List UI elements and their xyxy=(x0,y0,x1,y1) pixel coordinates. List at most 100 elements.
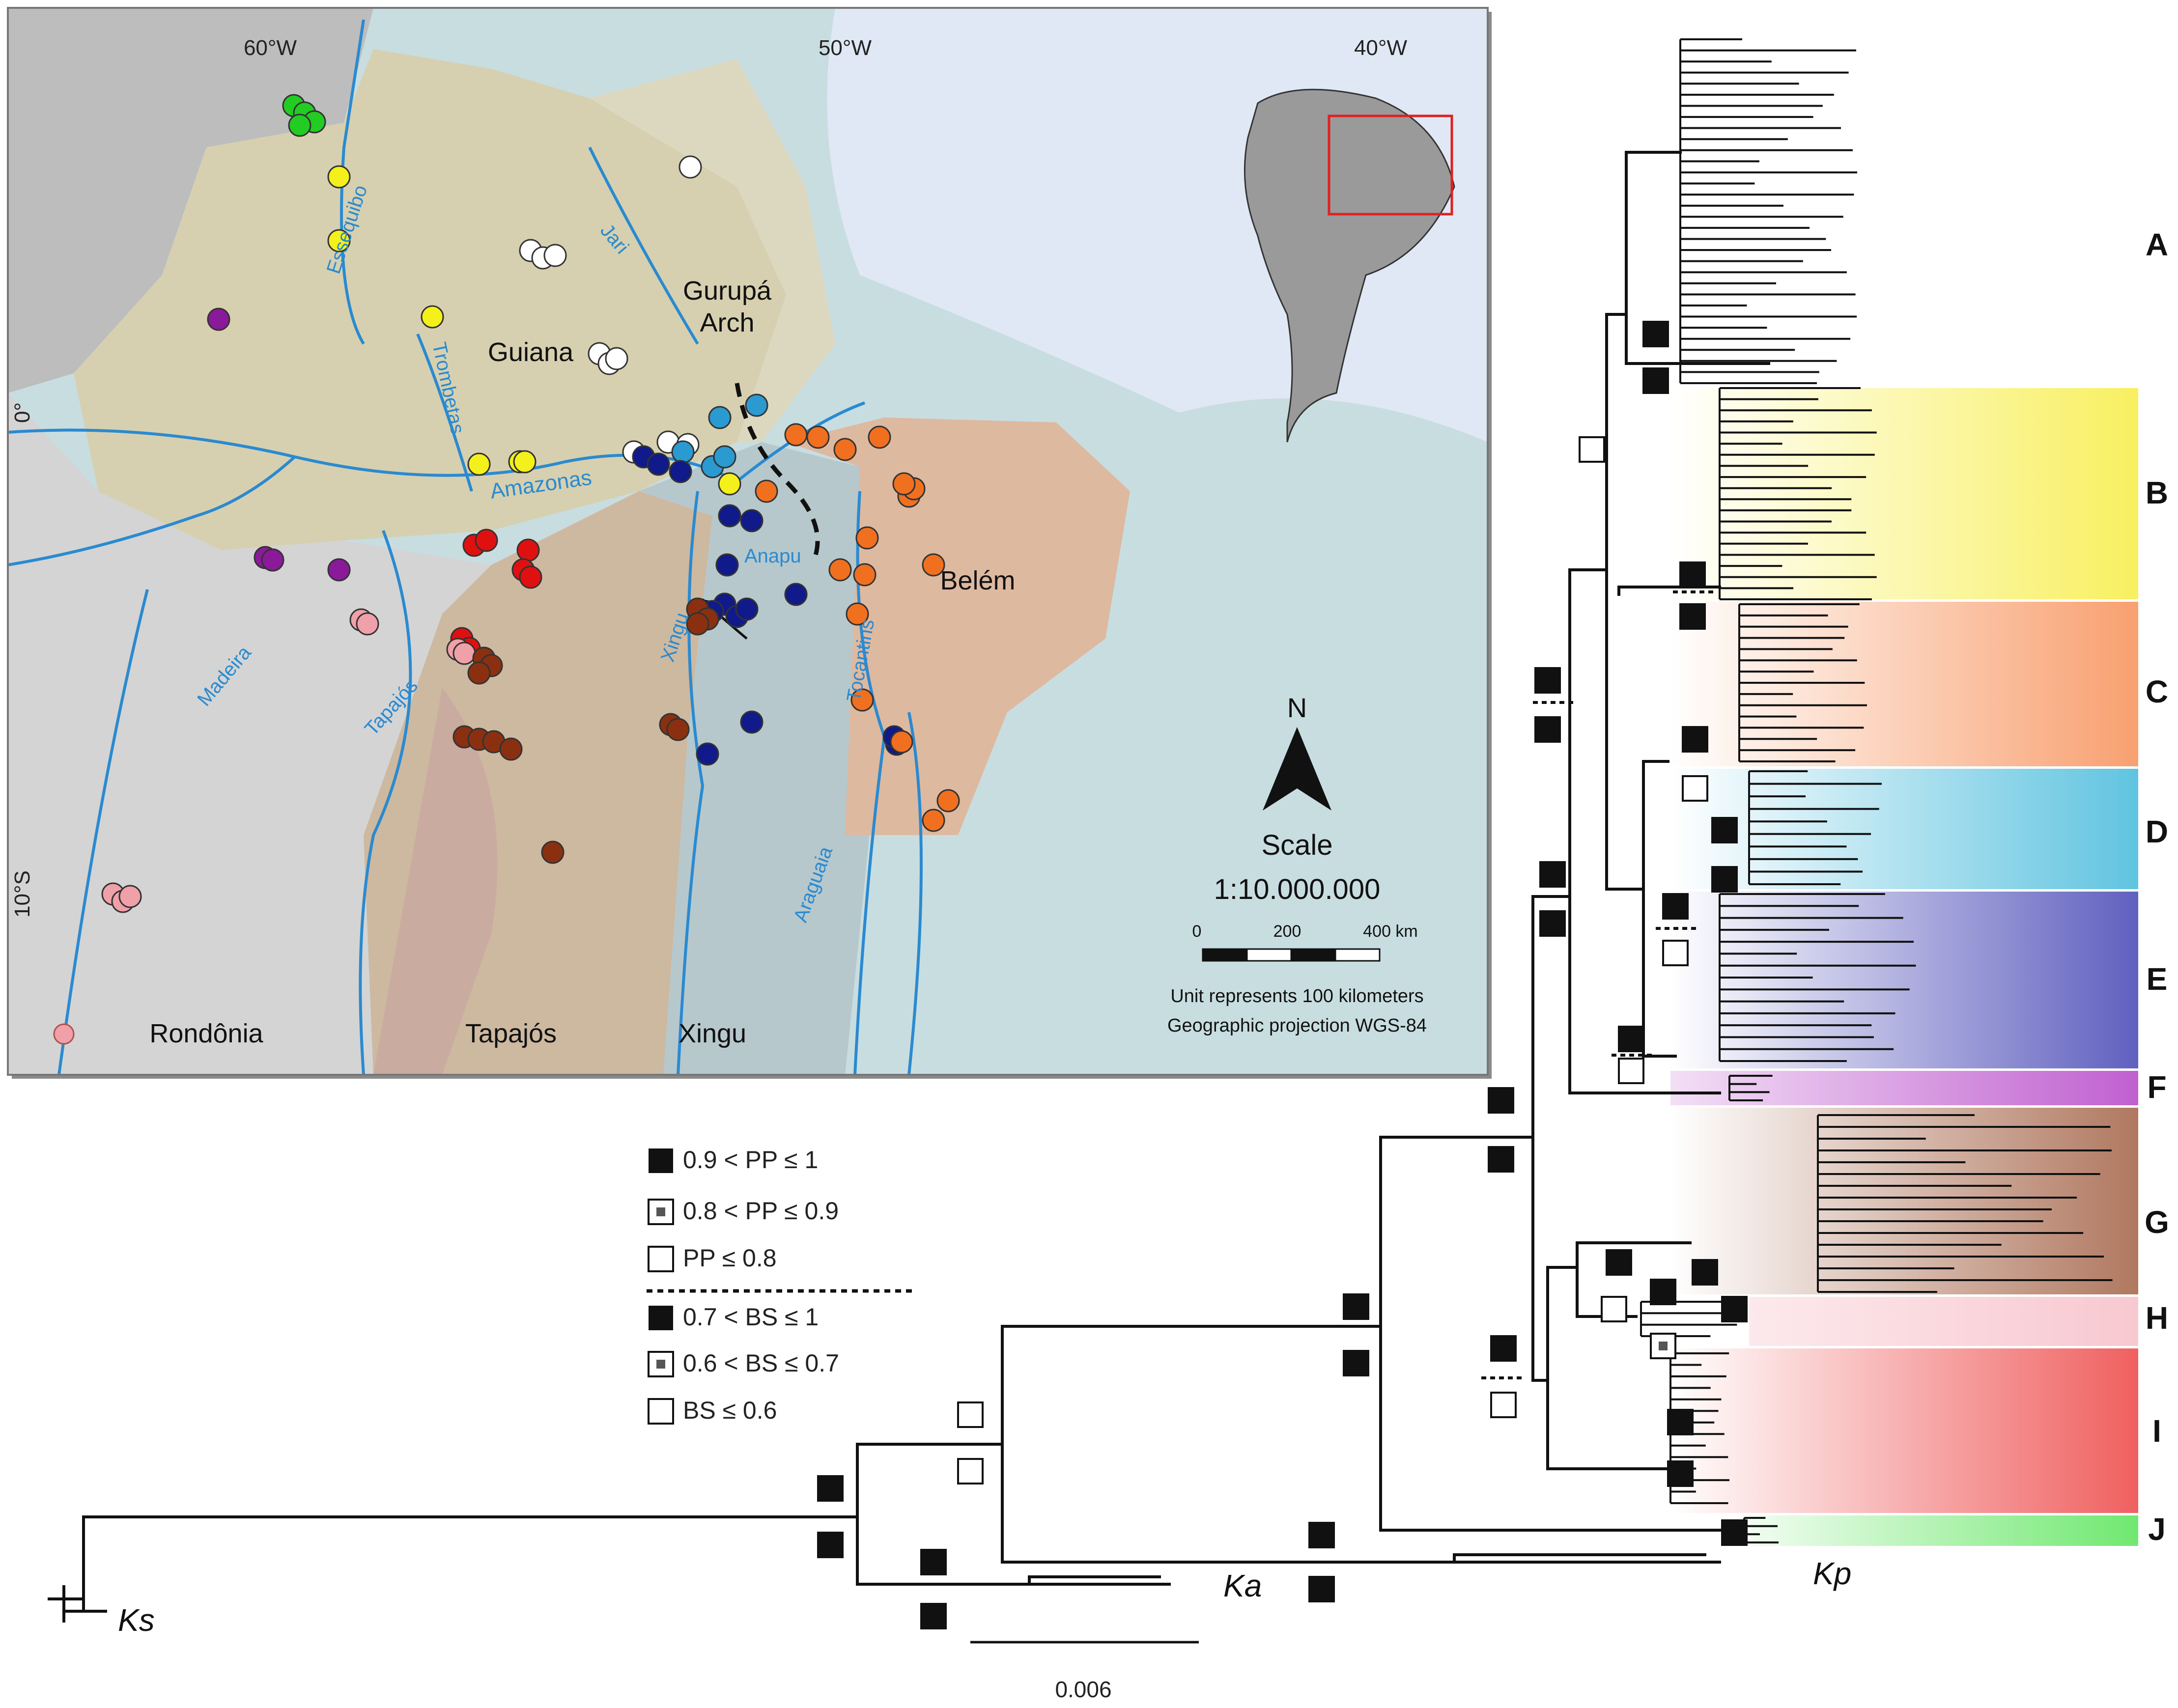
support-marker xyxy=(1650,1279,1676,1305)
sample-point-orange xyxy=(846,602,869,626)
clade-band-h xyxy=(1749,1297,2138,1346)
sample-point-brown xyxy=(499,737,523,761)
legend-pp-mid: 0.8 < PP ≤ 0.9 xyxy=(683,1197,839,1225)
rondonia-legend-dot xyxy=(53,1023,75,1045)
lower-amazon-river xyxy=(8,455,296,566)
lon-label-50: 50°W xyxy=(819,36,872,60)
sample-point-navy xyxy=(740,509,764,532)
sample-point-pink xyxy=(118,885,142,908)
madeira-river xyxy=(57,589,149,1075)
clade-band-e xyxy=(1670,892,2138,1068)
support-marker xyxy=(1606,1249,1632,1276)
support-marker xyxy=(1642,321,1669,347)
sample-point-orange xyxy=(850,688,874,712)
sample-point-navy xyxy=(696,742,719,766)
clade-label-i: I xyxy=(2152,1413,2161,1449)
trombetas-river xyxy=(416,333,473,492)
sample-points xyxy=(101,94,960,913)
lat-label-10s: 10°S xyxy=(10,870,34,918)
support-legend: 0.9 < PP ≤ 1 0.8 < PP ≤ 0.9 PP ≤ 0.8 0.7… xyxy=(647,1146,914,1425)
tree-scale-label: 0.006 xyxy=(1055,1677,1111,1702)
clade-band-i xyxy=(1670,1348,2138,1513)
region-labels: Guiana Gurupá Arch Belém Rondônia Tapajó… xyxy=(149,276,1015,1048)
map-panel: 60°W 50°W 40°W 0° 10°S Essequibo Trombet… xyxy=(7,7,1492,1079)
scale-title: Scale xyxy=(1261,829,1332,861)
region-label-belem: Belém xyxy=(940,566,1015,595)
node-support-markers xyxy=(817,321,1748,1629)
support-marker xyxy=(1534,716,1561,743)
sample-point-orange xyxy=(828,558,852,582)
support-marker xyxy=(1642,367,1669,394)
sample-point-navy xyxy=(740,710,764,734)
region-label-gurupa: Gurupá xyxy=(683,276,772,306)
support-marker xyxy=(1490,1392,1517,1418)
sample-point-orange xyxy=(936,789,960,812)
support-marker xyxy=(1679,603,1706,630)
legend-bs-low-marker xyxy=(648,1398,674,1425)
sample-point-yellow xyxy=(467,452,491,476)
clade-label-j: J xyxy=(2148,1512,2166,1547)
clade-band-d xyxy=(1670,769,2138,889)
north-label: N xyxy=(1287,692,1307,723)
sample-point-orange xyxy=(922,553,945,577)
sample-point-white xyxy=(543,244,567,267)
lat-label-0: 0° xyxy=(10,402,34,423)
sample-point-purple xyxy=(261,548,284,572)
sample-point-orange xyxy=(806,425,830,449)
lon-label-60: 60°W xyxy=(244,36,297,60)
support-marker xyxy=(1692,1259,1718,1286)
clade-label-c: C xyxy=(2146,674,2168,709)
sample-point-orange xyxy=(855,526,879,550)
scale-ratio: 1:10.000.000 xyxy=(1214,873,1381,905)
sample-point-orange xyxy=(755,479,778,503)
unit-note: Unit represents 100 kilometers xyxy=(1170,986,1423,1007)
sample-point-lightblue xyxy=(745,393,768,417)
support-marker xyxy=(1490,1335,1517,1362)
support-marker xyxy=(957,1458,984,1484)
support-marker xyxy=(1488,1146,1514,1173)
support-marker xyxy=(1343,1350,1369,1376)
sample-point-orange xyxy=(784,423,808,447)
support-marker xyxy=(1579,436,1605,463)
scale-tick-0: 0 xyxy=(1192,922,1202,941)
legend-bs-high: 0.7 < BS ≤ 1 xyxy=(683,1303,819,1331)
sample-point-yellow xyxy=(327,229,351,252)
map-scale: Scale 1:10.000.000 0 200 400 km Unit rep… xyxy=(1167,829,1427,1036)
sample-point-orange xyxy=(868,425,891,449)
tapajos-river xyxy=(359,530,412,1075)
support-marker xyxy=(1343,1293,1369,1320)
support-marker xyxy=(1682,775,1708,802)
sample-point-white xyxy=(605,347,628,370)
map-labels: 60°W 50°W 40°W 0° 10°S xyxy=(10,36,1407,918)
legend-bs-high-marker xyxy=(649,1306,673,1330)
region-label-rondonia: Rondônia xyxy=(149,1019,263,1048)
support-marker xyxy=(1488,1087,1514,1114)
support-marker xyxy=(920,1549,947,1575)
support-marker xyxy=(1539,861,1566,888)
gurupa-area xyxy=(590,59,835,442)
support-marker xyxy=(1618,1026,1644,1052)
legend-pp-low: PP ≤ 0.8 xyxy=(683,1244,777,1272)
scale-tick-400: 400 km xyxy=(1363,922,1418,941)
river-label-anapu: Anapu xyxy=(744,545,801,567)
clade-label-h: H xyxy=(2146,1300,2168,1336)
support-marker xyxy=(1308,1522,1335,1548)
sample-point-navy xyxy=(718,504,741,528)
support-marker xyxy=(1534,667,1561,694)
sample-point-brown xyxy=(686,612,709,636)
support-marker xyxy=(1662,893,1689,920)
araguaia-river xyxy=(907,712,923,1075)
outgroup-label-ks: Ks xyxy=(118,1602,155,1638)
clade-label-f: F xyxy=(2147,1069,2166,1105)
clade-label-a: A xyxy=(2146,227,2168,262)
legend-bs-low: BS ≤ 0.6 xyxy=(683,1397,777,1424)
belem-area xyxy=(786,418,1130,835)
scale-tick-200: 200 xyxy=(1273,922,1301,941)
xingu-river xyxy=(677,491,705,1075)
tip-cluster xyxy=(1719,893,1916,1062)
clade-label-g: G xyxy=(2145,1204,2169,1240)
tocantins-river xyxy=(853,491,886,1075)
support-marker xyxy=(817,1475,844,1502)
